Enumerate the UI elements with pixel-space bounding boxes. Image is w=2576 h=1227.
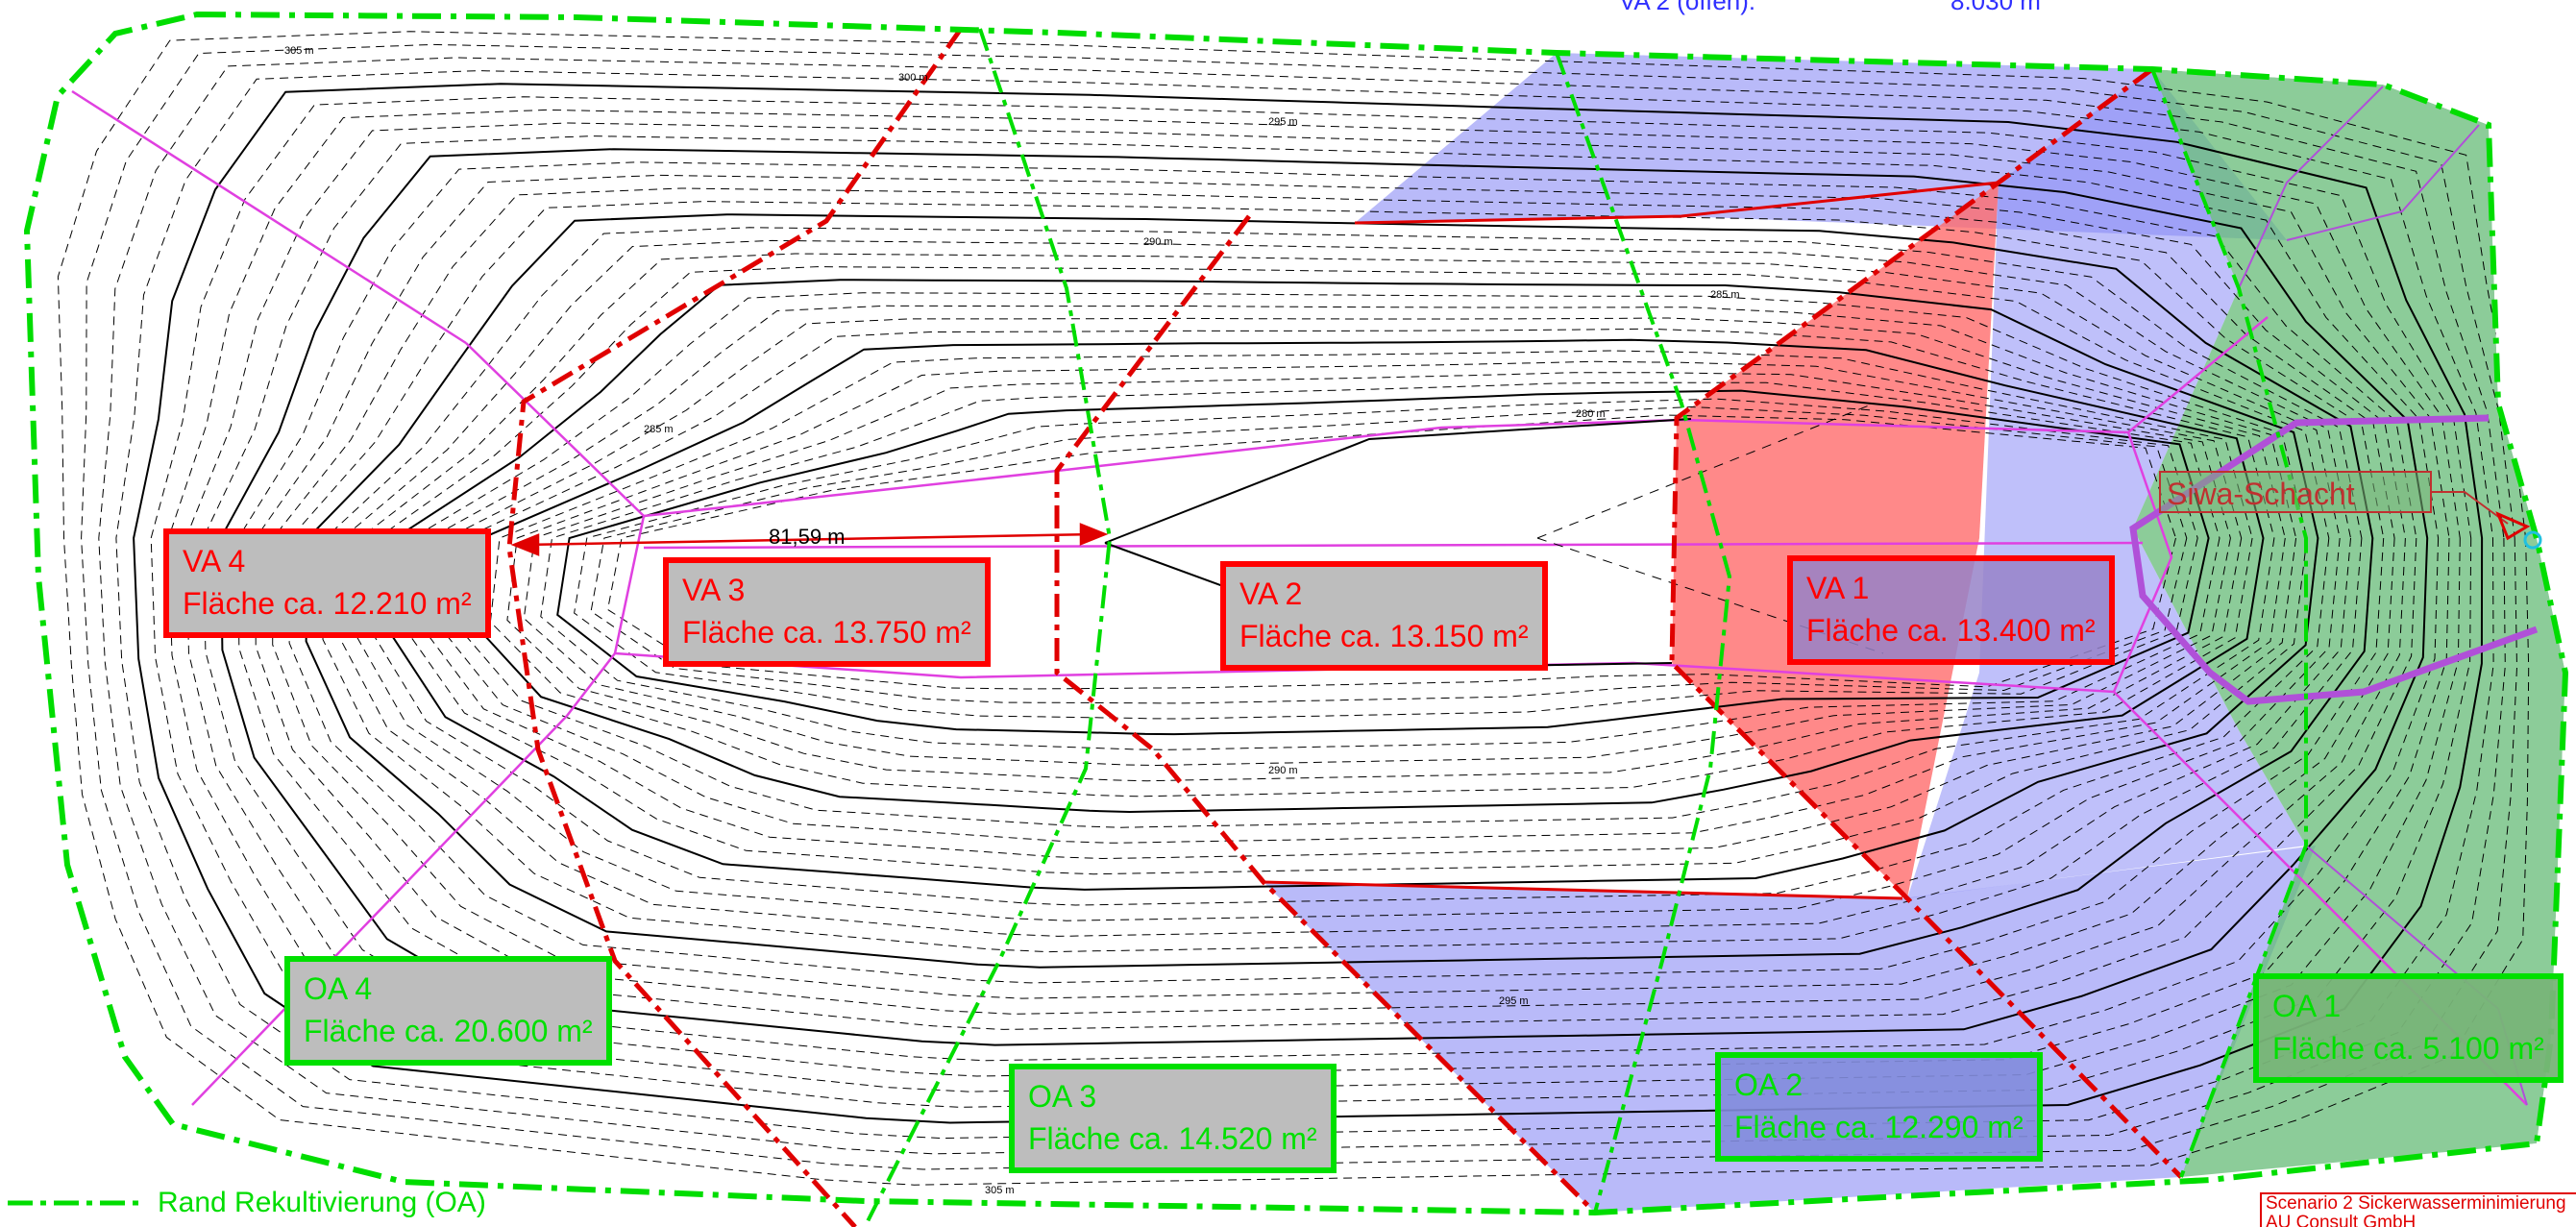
area-name: OA 4 bbox=[304, 971, 373, 1006]
contour-label: 305 m bbox=[985, 1185, 1015, 1196]
area-name: VA 2 bbox=[1239, 577, 1303, 611]
contour-line bbox=[405, 292, 2308, 875]
title-block: Scenario 2 Sickerwasserminimierung AU Co… bbox=[2260, 1192, 2576, 1227]
contour-label: 285 m bbox=[644, 424, 674, 435]
area-name: VA 3 bbox=[682, 573, 746, 607]
contour-line bbox=[606, 414, 2177, 690]
contour-label: 295 m bbox=[1268, 116, 1298, 128]
area-size: Fläche ca. 13.750 m² bbox=[682, 615, 971, 650]
contour-line bbox=[338, 239, 2352, 937]
contour-line bbox=[506, 360, 2243, 782]
shaft-lines bbox=[2129, 414, 2539, 705]
contour-line bbox=[574, 398, 2198, 720]
distance-label: 81,59 m bbox=[769, 525, 846, 549]
contour-label: 300 m bbox=[898, 72, 928, 84]
area-name: VA 4 bbox=[183, 544, 246, 578]
contour-line bbox=[133, 83, 2484, 1124]
va-solid-lines bbox=[1263, 181, 1999, 900]
contour-line bbox=[540, 381, 2220, 750]
contour-label: 290 m bbox=[1143, 236, 1173, 248]
shaft-connector bbox=[2432, 491, 2531, 541]
legend-label: Rand Rekultivierung (OA) bbox=[158, 1187, 486, 1218]
contour-label: 295 m bbox=[1499, 995, 1529, 1007]
area-size: Fläche ca. 13.150 m² bbox=[1239, 619, 1529, 653]
dimension-arrow bbox=[510, 523, 1109, 556]
va4-label-box: VA 4 Fläche ca. 12.210 m² bbox=[163, 528, 491, 638]
contour-value-labels: 305 m 300 m 295 m 290 m 285 m 280 m 285 … bbox=[284, 45, 1740, 1196]
top-note-label: VA 2 (offen): bbox=[1619, 0, 1756, 15]
shaded-zones bbox=[1263, 53, 2565, 1213]
oa4-label-box: OA 4 Fläche ca. 20.600 m² bbox=[284, 956, 612, 1066]
contour-line bbox=[57, 31, 2530, 1186]
contour-line bbox=[203, 135, 2440, 1062]
zone-va1-blue-east bbox=[1907, 69, 2306, 898]
title-line-2: AU Consult GmbH bbox=[2266, 1213, 2417, 1227]
area-size: Fläche ca. 14.520 m² bbox=[1028, 1121, 1317, 1156]
va2-label-box: VA 2 Fläche ca. 13.150 m² bbox=[1220, 561, 1548, 671]
oa1-label-box: OA 1 Fläche ca. 5.100 m² bbox=[2253, 973, 2564, 1083]
area-size: Fläche ca. 12.290 m² bbox=[1734, 1110, 2024, 1144]
shaft-point bbox=[2523, 530, 2542, 550]
zone-south-blue bbox=[1263, 846, 2316, 1213]
oa2-label-box: OA 2 Fläche ca. 12.290 m² bbox=[1715, 1052, 2043, 1162]
contour-label: 285 m bbox=[1710, 289, 1740, 301]
area-name: VA 1 bbox=[1806, 571, 1870, 605]
area-name: OA 2 bbox=[1734, 1067, 1803, 1102]
site-boundary bbox=[23, 11, 2569, 1216]
legend: Rand Rekultivierung (OA) bbox=[8, 1184, 486, 1222]
dashed-diagonals bbox=[1536, 403, 1884, 654]
oa-boundaries bbox=[863, 28, 2308, 1227]
contour-line bbox=[115, 70, 2494, 1140]
contour-label: 290 m bbox=[1268, 765, 1298, 776]
legend-line-swatch bbox=[8, 1200, 142, 1206]
area-size: Fläche ca. 12.210 m² bbox=[183, 586, 472, 621]
area-size: Fläche ca. 5.100 m² bbox=[2272, 1031, 2544, 1066]
va3-label-box: VA 3 Fläche ca. 13.750 m² bbox=[663, 557, 991, 667]
contour-line bbox=[98, 57, 2506, 1155]
area-size: Fläche ca. 20.600 m² bbox=[304, 1014, 593, 1048]
contour-line bbox=[81, 43, 2518, 1170]
area-size: Fläche ca. 13.400 m² bbox=[1806, 613, 2096, 648]
contour-line bbox=[556, 389, 2210, 736]
va1-label-box: VA 1 Fläche ca. 13.400 m² bbox=[1787, 555, 2115, 665]
area-name: OA 3 bbox=[1028, 1079, 1097, 1114]
zone-oa1-green bbox=[2133, 69, 2565, 1177]
area-name: OA 1 bbox=[2272, 989, 2342, 1023]
contour-label: 280 m bbox=[1576, 408, 1606, 420]
top-note-value: 8.030 m bbox=[1950, 0, 2041, 15]
title-line-1: Scenario 2 Sickerwasserminimierung bbox=[2266, 1193, 2566, 1214]
contour-line bbox=[489, 350, 2253, 798]
contour-label: 305 m bbox=[284, 45, 314, 57]
contour-line bbox=[288, 201, 2385, 984]
siwa-shaft-label: Siwa-Schacht bbox=[2159, 471, 2432, 513]
zone-va1-red bbox=[1672, 183, 1999, 898]
oa3-label-box: OA 3 Fläche ca. 14.520 m² bbox=[1009, 1064, 1337, 1173]
contour-line bbox=[590, 405, 2188, 704]
